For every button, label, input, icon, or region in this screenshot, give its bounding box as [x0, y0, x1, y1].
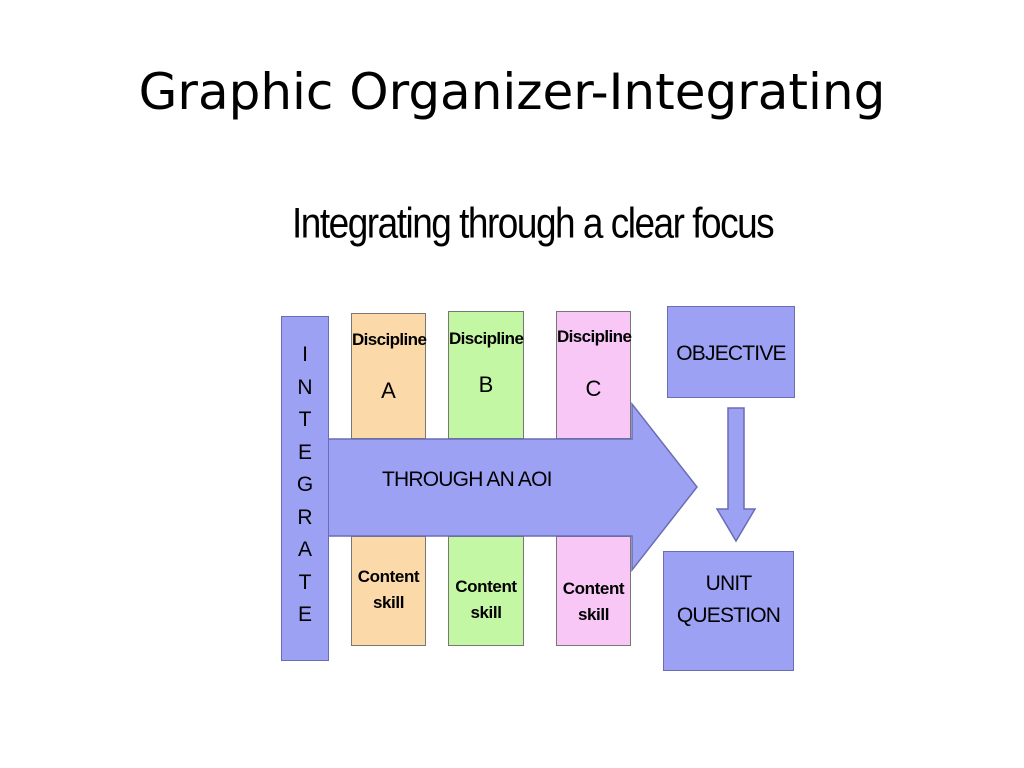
discipline-b-bottom: Content skill: [448, 536, 524, 646]
integrate-letter: R: [297, 505, 313, 529]
discipline-a-label: Discipline: [352, 330, 427, 349]
discipline-c-skill-line1: Content: [562, 579, 625, 598]
discipline-b-skill-line2: skill: [470, 603, 502, 622]
discipline-b-letter: B: [478, 372, 494, 397]
discipline-c-skill-line2: skill: [577, 605, 610, 624]
integrate-letter: E: [297, 440, 312, 464]
discipline-a-letter: A: [381, 378, 396, 403]
integrate-letter: N: [297, 375, 313, 399]
down-arrow: [715, 407, 757, 543]
integrate-letter: G: [296, 473, 314, 496]
discipline-b-skill-line1: Content: [455, 577, 517, 596]
integrate-letter: E: [297, 603, 312, 626]
discipline-b-label: Discipline: [449, 329, 524, 348]
integrate-bar: I N T E G R A T E: [281, 316, 329, 661]
integrate-letter: A: [297, 538, 312, 561]
discipline-a-skill-line2: skill: [372, 593, 405, 612]
objective-label: OBJECTIVE: [676, 342, 786, 365]
slide-title: Graphic Organizer-Integrating: [138, 63, 886, 121]
integrate-letter: I: [302, 343, 308, 366]
integrate-letter: T: [298, 408, 312, 431]
discipline-a-top: Discipline A: [351, 313, 427, 439]
discipline-c-top: Discipline C: [556, 311, 632, 439]
unit-question-line2: QUESTION: [676, 604, 781, 627]
big-right-arrow: [325, 401, 698, 573]
discipline-b-top: Discipline B: [448, 311, 524, 439]
integrate-letters: I N T E G R A T E: [282, 339, 328, 632]
discipline-c-label: Discipline: [557, 327, 632, 346]
unit-question-box: UNIT QUESTION: [663, 551, 794, 671]
discipline-a-skill-line1: Content: [357, 567, 420, 586]
discipline-c-bottom: Content skill: [556, 536, 631, 646]
discipline-c-letter: C: [585, 376, 602, 401]
arrow-label: THROUGH AN AOI: [382, 468, 552, 491]
diagram-title: Integrating through a clear focus: [292, 199, 775, 247]
integrate-letter: T: [298, 570, 312, 594]
discipline-a-bottom: Content skill: [351, 536, 426, 646]
unit-question-line1: UNIT: [705, 572, 753, 595]
objective-box: OBJECTIVE: [667, 306, 795, 398]
